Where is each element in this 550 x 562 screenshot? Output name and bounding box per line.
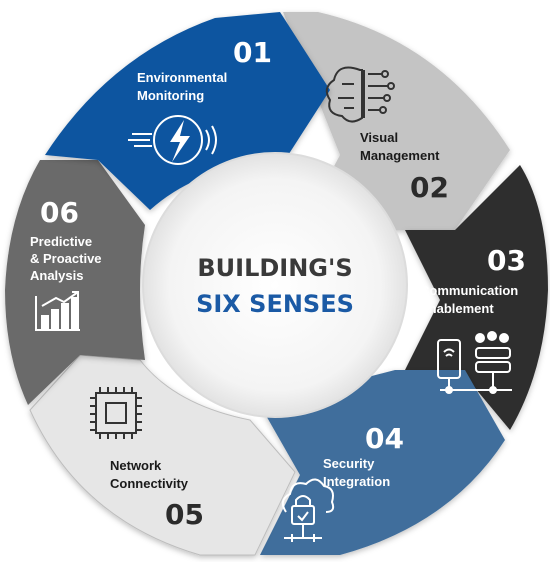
segment-04-label-line-1: Security xyxy=(323,456,375,471)
segment-01-label-line-1: Environmental xyxy=(137,70,227,85)
segment-06 xyxy=(5,160,145,405)
segment-03 xyxy=(405,165,548,430)
segment-05-label-line-1: Network xyxy=(110,458,162,473)
segment-04-label-line-2: Integration xyxy=(323,474,390,489)
segment-05-label-line-2: Connectivity xyxy=(110,476,189,491)
segment-04-number: 04 xyxy=(365,422,404,455)
brain-circuit-icon xyxy=(325,66,395,123)
segment-06-label-line-2: & Proactive xyxy=(30,251,102,266)
segment-04 xyxy=(260,370,505,555)
segment-06-label-line-3: Analysis xyxy=(30,268,83,283)
chip-icon xyxy=(90,387,142,439)
lightning-sensor-icon xyxy=(128,115,217,165)
segment-02-label-line-1: Visual xyxy=(360,130,398,145)
segment-05-number: 05 xyxy=(165,498,204,531)
bar-chart-growth-icon xyxy=(35,291,80,331)
segment-03-label-line-1: Communication xyxy=(420,283,518,298)
segment-02-number: 02 xyxy=(410,171,449,204)
center-title-line-1: BUILDING'S xyxy=(197,254,352,282)
center-title-line-2: SIX SENSES xyxy=(196,290,354,318)
segment-03-number: 03 xyxy=(487,244,526,277)
segment-01-label-line-2: Monitoring xyxy=(137,88,204,103)
device-network-icon xyxy=(437,331,512,394)
cloud-lock-icon xyxy=(281,478,335,542)
segment-03-label-line-2: Enablement xyxy=(420,301,494,316)
segment-06-number: 06 xyxy=(40,196,79,229)
segment-06-label-line-1: Predictive xyxy=(30,234,92,249)
segment-01-number: 01 xyxy=(233,36,272,69)
center-circle xyxy=(142,152,408,418)
segment-02-label-line-2: Management xyxy=(360,148,440,163)
